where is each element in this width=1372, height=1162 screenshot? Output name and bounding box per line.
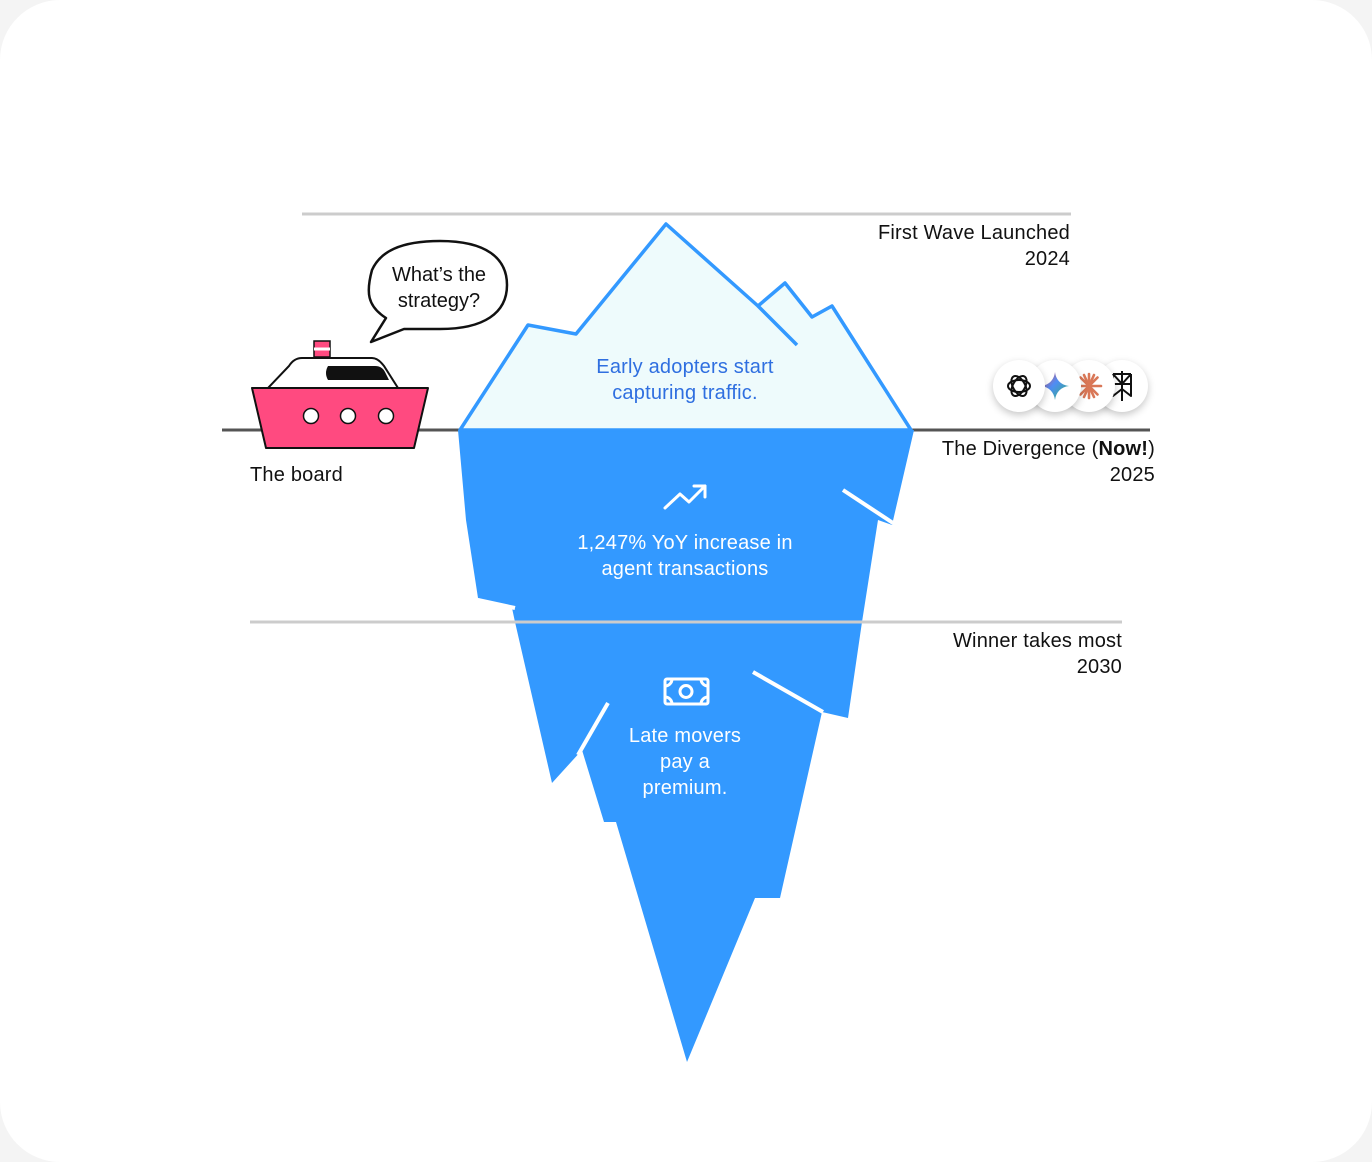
stage-2025-title: The Divergence (Now!) [941, 438, 1155, 460]
stage-2024: First Wave Launched 2024 [840, 220, 1070, 272]
iceberg-middle-text: 1,247% YoY increase in agent transaction… [577, 532, 793, 580]
iceberg-bottom-text: Late movers pay a premium. [628, 725, 742, 799]
speech-bubble-text: What’s the strategy? [391, 264, 487, 312]
iceberg-tip-text: Early adopters start capturing traffic. [596, 356, 774, 404]
trending-up-icon [663, 484, 707, 510]
iceberg-tip [458, 222, 913, 432]
stage-2024-year: 2024 [1024, 248, 1070, 270]
stage-2030: Winner takes most 2030 [892, 628, 1122, 680]
openai-logo-icon [993, 360, 1045, 412]
boat-label: The board [250, 464, 343, 486]
stage-2024-title: First Wave Launched [877, 222, 1070, 244]
boat-icon [251, 340, 429, 449]
speech-bubble [367, 239, 509, 344]
stage-2025: The Divergence (Now!) 2025 [900, 436, 1155, 488]
stage-2025-year: 2025 [1109, 464, 1155, 486]
stage-2030-title: Winner takes most [952, 630, 1122, 652]
iceberg-underwater [458, 430, 914, 1062]
banknote-icon [663, 677, 710, 706]
stage-2030-year: 2030 [1076, 656, 1122, 678]
